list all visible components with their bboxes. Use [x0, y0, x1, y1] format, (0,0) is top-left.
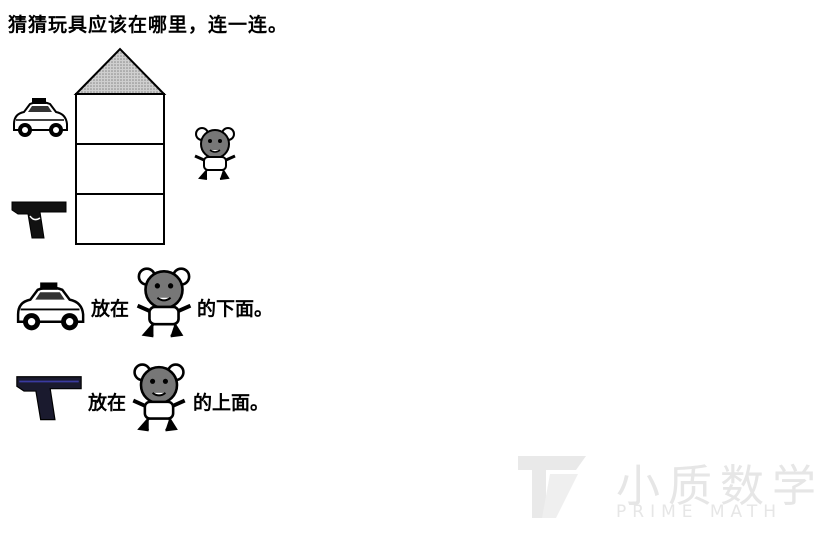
statement-2-connector: 放在 — [88, 392, 127, 414]
toy-gun-icon[interactable] — [10, 198, 68, 240]
statement-bear-icon — [128, 362, 190, 434]
house-floor-top — [75, 93, 165, 145]
teddy-bear-icon[interactable] — [192, 126, 238, 182]
statement-car-icon — [10, 280, 90, 334]
watermark-brand-cn: 小质数学 — [616, 461, 824, 512]
statement-gun-icon — [12, 372, 86, 422]
house-roof — [73, 47, 167, 95]
house-floor-bottom — [75, 193, 165, 245]
statement-1-tail: 的下面。 — [197, 298, 274, 320]
statement-2-tail: 的上面。 — [193, 392, 270, 414]
watermark-brand-en: PRIME MATH — [616, 502, 783, 522]
statement-1-connector: 放在 — [91, 298, 130, 320]
toy-car-icon[interactable] — [10, 96, 70, 140]
question-title: 猜猜玩具应该在哪里，连一连。 — [8, 14, 289, 36]
house-floor-middle — [75, 143, 165, 195]
statement-bear-icon — [133, 266, 195, 340]
watermark: 小质数学 PRIME MATH — [516, 448, 826, 528]
watermark-logo-icon — [518, 456, 586, 518]
house — [72, 46, 168, 248]
